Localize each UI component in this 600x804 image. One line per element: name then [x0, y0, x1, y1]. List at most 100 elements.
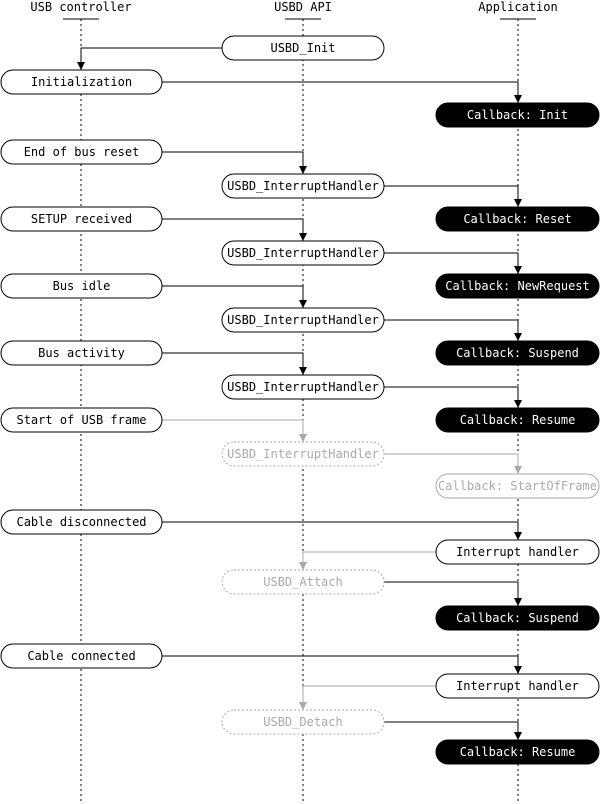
node-box: [435, 273, 600, 299]
node-n_sof: Start of USB frame: [0, 407, 163, 433]
node-n_init_ctrl: Initialization: [0, 69, 163, 95]
node-box: [0, 139, 163, 165]
node-box: [221, 240, 385, 266]
edge-n_init_ctrl-to-n_cb_init: [162, 81, 522, 103]
node-box: [435, 605, 600, 631]
node-box: [435, 539, 600, 565]
node-label: Interrupt handler: [456, 679, 579, 693]
node-n_cb_suspend1: Callback: Suspend: [435, 340, 600, 366]
edge-n_conn-to-n_irq2: [162, 655, 522, 674]
node-label: USBD_Detach: [263, 715, 342, 729]
node-box: [221, 441, 385, 467]
lane-header-ctrl: USB controller: [30, 0, 131, 14]
node-box: [435, 739, 600, 765]
node-label: Bus activity: [38, 346, 125, 360]
node-label: USBD_InterruptHandler: [227, 380, 379, 394]
edge-n_setup-to-n_ih2: [162, 218, 307, 241]
node-label: Cable disconnected: [16, 515, 146, 529]
edge-n_attach-to-n_cb_suspend2: [384, 581, 522, 606]
edges: [77, 47, 522, 740]
node-n_cb_init: Callback: Init: [435, 102, 600, 128]
node-label: Callback: Init: [467, 108, 568, 122]
node-n_cb_sof: Callback: StartOfFrame: [435, 473, 600, 499]
node-n_ih1: USBD_InterruptHandler: [221, 173, 385, 199]
node-box: [0, 273, 163, 299]
node-box: [435, 340, 600, 366]
node-box: [435, 206, 600, 232]
node-n_cb_resume1: Callback: Resume: [435, 407, 600, 433]
node-box: [0, 69, 163, 95]
node-n_cb_newreq: Callback: NewRequest: [435, 273, 600, 299]
node-n_busreset: End of bus reset: [0, 139, 163, 165]
node-label: USBD_InterruptHandler: [227, 246, 379, 260]
node-box: [221, 709, 385, 735]
node-label: USBD_Attach: [263, 575, 342, 589]
edge-n_disc-to-n_irq1: [162, 521, 522, 540]
node-box: [0, 407, 163, 433]
node-box: [221, 35, 385, 61]
edge-n_busact-to-n_ih4: [162, 352, 307, 375]
edge-n_detach-to-n_cb_resume2: [384, 721, 522, 740]
edge-n_irq2-to-n_detach: [299, 685, 436, 710]
node-label: Callback: Resume: [460, 745, 576, 759]
node-box: [0, 206, 163, 232]
edge-n_ih2-to-n_cb_newreq: [384, 252, 522, 274]
node-n_cb_suspend2: Callback: Suspend: [435, 605, 600, 631]
edge-n_ih1-to-n_cb_reset: [384, 185, 522, 207]
node-label: End of bus reset: [24, 145, 140, 159]
node-n_attach: USBD_Attach: [221, 569, 385, 595]
node-n_busidle: Bus idle: [0, 273, 163, 299]
node-label: Callback: Reset: [463, 212, 571, 226]
edge-n_ih4-to-n_cb_resume1: [384, 386, 522, 408]
edge-n_irq1-to-n_attach: [299, 551, 436, 570]
node-label: Initialization: [31, 75, 132, 89]
node-n_detach: USBD_Detach: [221, 709, 385, 735]
node-n_cb_reset: Callback: Reset: [435, 206, 600, 232]
edge-n_sof-to-n_ih5: [162, 419, 307, 442]
node-box: [435, 673, 600, 699]
edge-n_busreset-to-n_ih1: [162, 151, 307, 174]
node-box: [435, 473, 600, 499]
node-n_setup: SETUP received: [0, 206, 163, 232]
node-label: USBD_InterruptHandler: [227, 313, 379, 327]
node-box: [0, 509, 163, 535]
node-box: [221, 307, 385, 333]
node-label: SETUP received: [31, 212, 132, 226]
node-label: Callback: StartOfFrame: [438, 479, 597, 493]
node-n_ih4: USBD_InterruptHandler: [221, 374, 385, 400]
node-label: USBD_InterruptHandler: [227, 447, 379, 461]
node-box: [435, 102, 600, 128]
node-label: Start of USB frame: [16, 413, 146, 427]
node-label: Callback: Suspend: [456, 611, 579, 625]
node-n_irq1: Interrupt handler: [435, 539, 600, 565]
node-label: USBD_InterruptHandler: [227, 179, 379, 193]
edge-n_ih3-to-n_cb_suspend1: [384, 319, 522, 341]
edge-n_init_api-to-n_init_ctrl: [77, 47, 222, 70]
node-box: [0, 340, 163, 366]
node-n_conn: Cable connected: [0, 643, 163, 669]
node-n_irq2: Interrupt handler: [435, 673, 600, 699]
node-box: [221, 173, 385, 199]
node-label: USBD_Init: [270, 41, 335, 55]
edge-n_ih5-to-n_cb_sof: [384, 453, 522, 474]
node-n_ih3: USBD_InterruptHandler: [221, 307, 385, 333]
node-label: Callback: Suspend: [456, 346, 579, 360]
node-n_ih2: USBD_InterruptHandler: [221, 240, 385, 266]
lane-header-api: USBD API: [274, 0, 332, 14]
node-n_init_api: USBD_Init: [221, 35, 385, 61]
edge-n_busidle-to-n_ih3: [162, 285, 307, 308]
node-box: [0, 643, 163, 669]
node-box: [435, 407, 600, 433]
lane-header-app: Application: [478, 0, 557, 14]
node-n_busact: Bus activity: [0, 340, 163, 366]
node-box: [221, 569, 385, 595]
node-n_ih5: USBD_InterruptHandler: [221, 441, 385, 467]
node-n_cb_resume2: Callback: Resume: [435, 739, 600, 765]
node-box: [221, 374, 385, 400]
node-label: Callback: NewRequest: [445, 279, 590, 293]
node-label: Callback: Resume: [460, 413, 576, 427]
node-label: Interrupt handler: [456, 545, 579, 559]
node-label: Cable connected: [27, 649, 135, 663]
